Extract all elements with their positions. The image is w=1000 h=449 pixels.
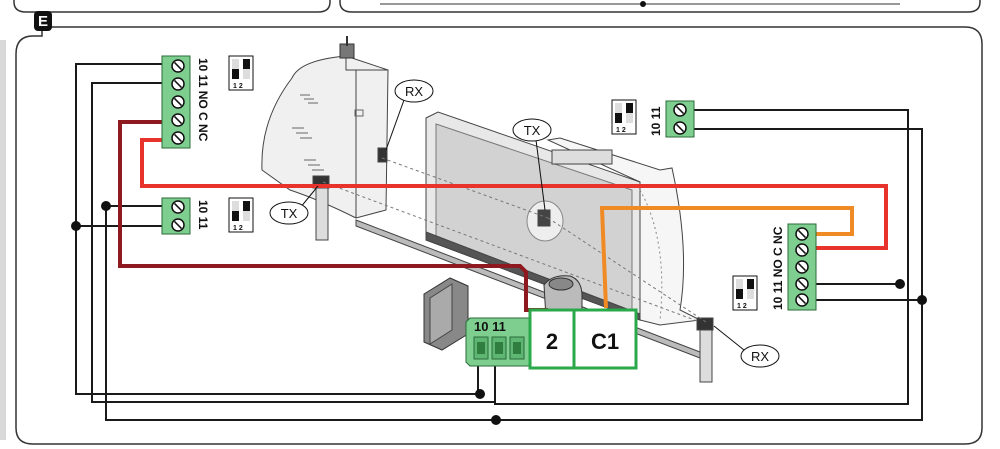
- control-unit-label: 10 11: [474, 319, 506, 334]
- green-label-boxes: 2 C1: [528, 308, 638, 370]
- dip-switch-mid-left: 1 2: [228, 197, 254, 233]
- gate-scene: [261, 36, 714, 383]
- callout-tx-gate-text: TX: [524, 123, 541, 138]
- rx-post-right: [699, 325, 713, 383]
- section-badge: E: [34, 11, 52, 31]
- terminal-block-top-left: 10 11 NO C NC: [161, 55, 210, 149]
- dark-red-wire: [118, 120, 548, 312]
- callout-tx-left: TX: [269, 185, 319, 225]
- callout-rx-right-text: RX: [751, 349, 769, 364]
- dip-label: 1 2: [233, 83, 243, 90]
- dip-label: 1 2: [616, 127, 626, 134]
- red-wire: [140, 138, 888, 250]
- dip-switch-top-left: 1 2: [228, 55, 254, 91]
- control-unit-terminal: 10 11: [465, 317, 531, 367]
- terminal-label-top-right: 10 11: [649, 106, 663, 136]
- callout-rx-top-text: RX: [405, 84, 423, 99]
- terminal-label-top-left: 10 11 NO C NC: [196, 58, 210, 142]
- callout-tx-gate: TX: [512, 118, 552, 211]
- callout-rx-right: RX: [713, 325, 780, 368]
- rx-receiver-pillar: [377, 147, 388, 163]
- callout-tx-left-text: TX: [281, 206, 298, 221]
- dip-label: 1 2: [737, 303, 747, 310]
- box-2-label: 2: [546, 329, 558, 354]
- orange-wire: [599, 206, 854, 309]
- terminal-block-top-right: 10 11: [649, 100, 695, 138]
- tx-photocell-gate: [537, 209, 551, 227]
- dip-switch-top-right: 1 2: [611, 99, 637, 135]
- terminal-label-right: 10 11 NO C NC: [771, 226, 785, 310]
- dip-switch-right: 1 2: [732, 275, 758, 311]
- box-c1-label: C1: [591, 329, 619, 354]
- dip-label: 1 2: [233, 225, 243, 232]
- main-panel-frame: [15, 26, 983, 445]
- upper-right-panel-edge: [339, 0, 981, 13]
- tx-post-left: [315, 183, 329, 241]
- callout-rx-top: RX: [385, 79, 434, 151]
- upper-left-panel-edge: [13, 0, 331, 13]
- section-badge-label: E: [38, 13, 48, 30]
- black-wires: [75, 63, 923, 421]
- junction-dots: [71, 201, 927, 425]
- terminal-block-right: 10 11 NO C NC: [771, 223, 817, 311]
- terminal-block-mid-left: 10 11: [161, 197, 210, 235]
- sight-lines: [322, 157, 707, 323]
- terminal-label-mid-left: 10 11: [196, 200, 210, 230]
- left-gray-strip: [0, 40, 6, 440]
